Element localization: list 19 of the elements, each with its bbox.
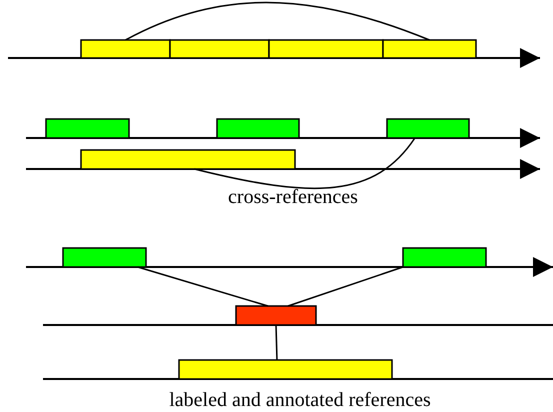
segment-box <box>178 359 393 380</box>
segment-box <box>268 39 384 59</box>
segment-box <box>45 118 130 139</box>
segment-box <box>169 39 270 59</box>
caption-text: labeled and annotated references <box>169 389 431 411</box>
segment-box <box>62 247 147 268</box>
connector-line <box>137 266 268 307</box>
segment-box <box>402 247 487 268</box>
segment-box <box>80 149 296 170</box>
caption-text: cross-references <box>228 186 358 208</box>
connector-line <box>194 138 416 190</box>
segment-box <box>382 39 477 59</box>
segment-box <box>216 118 300 139</box>
segment-box <box>386 118 470 139</box>
segment-box <box>235 305 317 326</box>
connector-line <box>288 266 404 307</box>
connector-line <box>275 324 278 360</box>
connector-line <box>125 2 430 41</box>
segment-box <box>80 39 171 59</box>
